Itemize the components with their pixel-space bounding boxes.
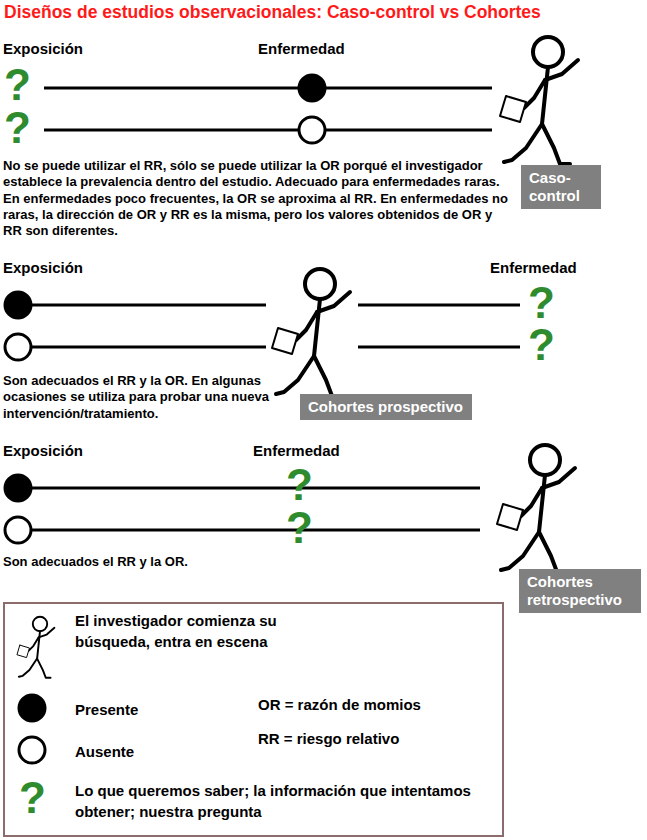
note-text: No se puede utilizar el RR, sólo se pued… [3, 158, 511, 239]
timeline [32, 304, 266, 307]
timeline [358, 304, 520, 307]
legend-entry: Presente [75, 699, 275, 720]
note-text: Son adecuados el RR y la OR. [3, 554, 303, 570]
present-dot [299, 75, 325, 101]
timeline [32, 346, 266, 349]
absent-dot [19, 737, 45, 763]
title: Diseños de estudios observacionales: Cas… [4, 2, 541, 23]
legend-entry: Ausente [75, 741, 275, 762]
present-dot [19, 695, 45, 721]
present-dot [5, 475, 31, 501]
absent-dot [5, 517, 31, 543]
researcher-figure [500, 37, 578, 164]
design-label: Cohortes prospectivo [308, 398, 464, 416]
timeline [358, 346, 520, 349]
present-dot [5, 292, 31, 318]
timeline [44, 129, 298, 132]
legend-entry: Lo que queremos saber; la información qu… [75, 780, 485, 822]
design-label: Cohortes retrospectivo [527, 573, 633, 609]
legend-entry: El investigador comienza su búsqueda, en… [75, 610, 325, 652]
axis-heading: Exposición [3, 442, 83, 460]
axis-heading: Exposición [3, 40, 83, 58]
timeline [32, 487, 480, 490]
question-mark: ? [286, 506, 313, 550]
design-label-box: Cohortes retrospectivo [519, 569, 641, 613]
absent-dot [5, 334, 31, 360]
timeline [32, 529, 480, 532]
timeline [44, 87, 298, 90]
question-mark: ? [4, 63, 31, 107]
design-label: Caso-control [529, 169, 593, 205]
question-mark: ? [4, 106, 31, 150]
design-label-box: Cohortes prospectivo [300, 394, 472, 420]
researcher-figure [497, 445, 575, 572]
question-mark: ? [286, 463, 313, 507]
design-label-box: Caso-control [521, 165, 601, 209]
note-text: Son adecuados el RR y la OR. En algunas … [3, 373, 295, 422]
timeline [326, 129, 492, 132]
question-mark: ? [19, 776, 46, 820]
timeline [326, 87, 492, 90]
legend-frame [4, 603, 503, 836]
axis-heading: Exposición [3, 259, 83, 277]
axis-heading: Enfermedad [490, 259, 577, 277]
axis-heading: Enfermedad [258, 40, 345, 58]
abbreviation: OR = razón de momios [258, 694, 421, 715]
absent-dot [299, 117, 325, 143]
question-mark: ? [528, 323, 555, 367]
researcher-figure [17, 617, 54, 678]
axis-heading: Enfermedad [253, 442, 340, 460]
abbreviation: RR = riesgo relativo [258, 728, 399, 749]
question-mark: ? [528, 281, 555, 325]
researcher-figure [272, 269, 350, 396]
